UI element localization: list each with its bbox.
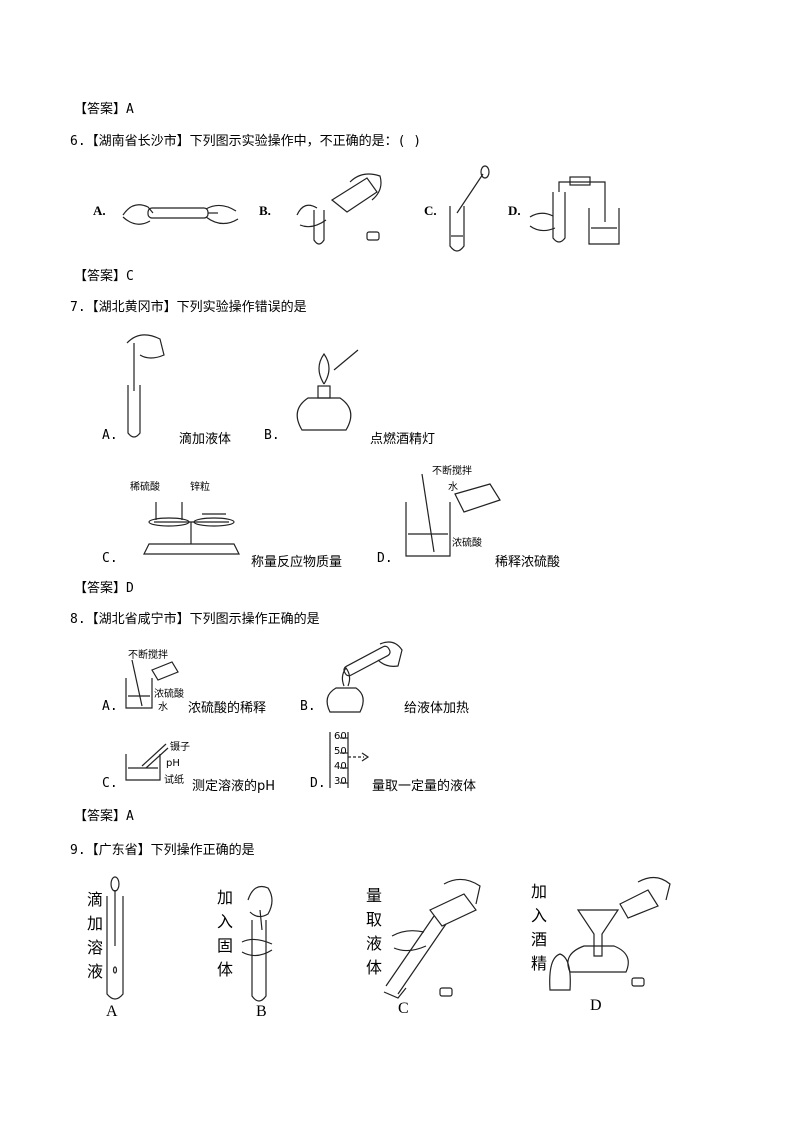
q7-option-a-image <box>126 334 165 438</box>
q9-option-d-image <box>549 876 671 991</box>
q8-option-d-tick-30: 30 <box>334 776 347 787</box>
q8-option-a-label-stir: 不断搅拌 <box>128 650 168 661</box>
q9-option-c-char-2: 取 <box>365 910 382 929</box>
q8-option-a-letter: A. <box>102 699 118 714</box>
q9-option-b-char-4: 体 <box>216 960 233 979</box>
q8-option-d-caption: 量取一定量的液体 <box>372 779 477 794</box>
q9-option-a-char-3: 溶 <box>86 938 103 957</box>
q8-option-d-tick-60: 60 <box>334 731 347 742</box>
q8-option-d-image <box>329 732 370 788</box>
q7-option-c-label-acid: 稀硫酸 <box>130 482 160 493</box>
q9-option-d-char-3: 酒 <box>530 930 547 949</box>
q7-option-d-label-conc: 浓硫酸 <box>452 538 482 549</box>
q7-option-c-letter: C. <box>102 551 118 566</box>
q8-option-b-caption: 给液体加热 <box>404 701 470 716</box>
q8-option-c-image <box>125 743 169 781</box>
q8-option-a-label-water: 水 <box>158 702 168 713</box>
q7-option-d-label-stir: 不断搅拌 <box>432 466 472 477</box>
q7-option-c-label-zinc: 锌粒 <box>190 482 210 493</box>
q8-option-c-label-paper: 试纸 <box>164 775 184 786</box>
q8-option-c-label-ph: pH <box>166 758 180 769</box>
q8-option-d-tick-40: 40 <box>334 761 347 772</box>
q9-option-d-char-2: 入 <box>530 906 547 925</box>
q8-option-a-label-acid: 浓硫酸 <box>154 689 184 700</box>
q9-option-b-char-1: 加 <box>216 888 233 907</box>
q6-option-c-letter: C. <box>424 203 437 218</box>
q7-option-b-caption: 点燃酒精灯 <box>370 432 436 447</box>
q7-option-d-image <box>405 473 501 557</box>
answer-5: 【答案】A <box>74 102 134 117</box>
q6-option-c-image <box>449 165 490 252</box>
q7-option-a-caption: 滴加液体 <box>179 432 232 447</box>
question-9-stem: 9.【广东省】下列操作正确的是 <box>70 843 255 858</box>
q7-option-a-letter: A. <box>102 428 118 443</box>
q8-option-a-caption: 浓硫酸的稀释 <box>188 701 267 716</box>
q9-option-b-image <box>241 885 273 1002</box>
q8-option-b-letter: B. <box>300 699 316 714</box>
q6-option-a-letter: A. <box>93 203 106 218</box>
question-7-stem: 7.【湖北黄冈市】下列实验操作错误的是 <box>70 300 307 315</box>
q6-option-b-letter: B. <box>259 203 271 218</box>
q7-option-b-image <box>296 349 359 431</box>
q8-option-d-letter: D. <box>310 776 326 791</box>
q7-option-d-label-water: 水 <box>448 482 458 493</box>
q6-option-a-image <box>122 204 239 225</box>
question-6-stem: 6.【湖南省长沙市】下列图示实验操作中，不正确的是：( ) <box>70 134 422 149</box>
q8-option-c-caption: 测定溶液的pH <box>192 779 276 794</box>
q8-option-b-image <box>326 641 403 713</box>
q9-option-c-image <box>383 878 481 999</box>
q6-option-d-letter: D. <box>508 203 521 218</box>
q9-option-c-char-3: 液 <box>365 934 382 953</box>
q6-option-b-image <box>296 173 382 245</box>
q9-option-d-letter: D <box>590 997 602 1014</box>
question-8-stem: 8.【湖北省咸宁市】下列图示操作正确的是 <box>70 612 320 627</box>
q9-option-b-char-2: 入 <box>216 912 233 931</box>
q8-option-c-label-tweezers: 镊子 <box>170 742 190 753</box>
q7-option-b-letter: B. <box>264 428 280 443</box>
question-7-answer: 【答案】D <box>74 581 134 596</box>
q8-option-c-letter: C. <box>102 776 118 791</box>
q9-option-b-letter: B <box>256 1003 267 1020</box>
q9-option-a-char-1: 滴 <box>86 890 103 909</box>
q9-option-c-char-1: 量 <box>365 886 382 905</box>
q7-option-d-caption: 稀释浓硫酸 <box>495 555 561 570</box>
q9-option-c-letter: C <box>398 1000 409 1017</box>
q9-option-d-char-1: 加 <box>530 882 547 901</box>
q6-option-d-image <box>529 176 620 245</box>
q9-option-a-image <box>106 876 124 1000</box>
question-6-answer: 【答案】C <box>74 269 134 284</box>
q7-option-c-image <box>143 502 240 555</box>
q7-option-c-caption: 称量反应物质量 <box>251 555 343 570</box>
question-8-answer: 【答案】A <box>74 809 134 824</box>
q9-option-a-char-4: 液 <box>86 962 103 981</box>
q9-option-d-char-4: 精 <box>530 954 547 973</box>
q9-option-a-char-2: 加 <box>86 914 103 933</box>
q7-option-d-letter: D. <box>377 551 393 566</box>
q8-option-d-tick-50: 50 <box>334 746 347 757</box>
q8-option-a-image <box>125 659 179 709</box>
q9-option-c-char-4: 体 <box>365 958 382 977</box>
q9-option-a-letter: A <box>106 1003 118 1020</box>
q9-option-b-char-3: 固 <box>216 936 233 955</box>
